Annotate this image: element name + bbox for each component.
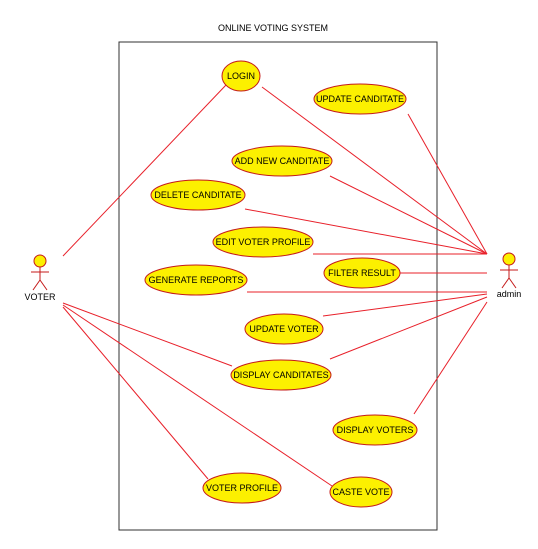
usecase-edit-voter-profile: EDIT VOTER PROFILE [212, 226, 314, 258]
assoc-admin-add-new-canditate [329, 175, 488, 255]
assoc-admin-update-canditate [407, 113, 488, 255]
assoc-admin-delete-canditate [244, 208, 488, 255]
assoc-voter-display-canditates [62, 302, 233, 367]
usecase-voter-profile-label: VOTER PROFILE [206, 483, 278, 493]
usecase-edit-voter-profile-label: EDIT VOTER PROFILE [216, 237, 311, 247]
usecase-display-voters: DISPLAY VOTERS [332, 414, 418, 446]
usecase-filter-result-label: FILTER RESULT [328, 268, 396, 278]
usecase-update-voter: UPDATE VOTER [244, 313, 324, 345]
usecase-voter-profile: VOTER PROFILE [202, 472, 282, 504]
usecase-delete-canditate-label: DELETE CANDITATE [154, 190, 241, 200]
admin-associations [244, 86, 488, 415]
diagram-title: ONLINE VOTING SYSTEM [218, 23, 328, 33]
assoc-admin-display-canditates [329, 296, 488, 360]
usecase-generate-reports-label: GENERATE REPORTS [149, 275, 244, 285]
assoc-admin-display-voters [413, 301, 488, 415]
usecase-caste-vote-label: CASTE VOTE [332, 487, 389, 497]
usecase-update-voter-label: UPDATE VOTER [249, 324, 319, 334]
assoc-voter-caste-vote [62, 304, 333, 487]
assoc-voter-voter-profile [62, 306, 209, 480]
system-boundary [118, 41, 438, 531]
usecase-display-canditates: DISPLAY CANDITATES [230, 359, 332, 391]
usecase-update-canditate-label: UPDATE CANDITATE [316, 94, 404, 104]
usecase-generate-reports: GENERATE REPORTS [144, 264, 248, 296]
usecase-display-voters-label: DISPLAY VOTERS [337, 425, 414, 435]
assoc-admin-update-voter [322, 293, 488, 317]
actor-admin [500, 252, 518, 289]
usecase-add-new-canditate-label: ADD NEW CANDITATE [235, 156, 330, 166]
assoc-voter-login [62, 84, 227, 257]
admin-head [502, 252, 516, 266]
usecase-display-canditates-label: DISPLAY CANDITATES [233, 370, 328, 380]
voter-head [33, 254, 47, 268]
usecase-login: LOGIN [221, 60, 261, 92]
admin-label: admin [497, 289, 522, 299]
usecase-caste-vote: CASTE VOTE [329, 476, 393, 508]
usecase-delete-canditate: DELETE CANDITATE [150, 179, 246, 211]
usecase-update-canditate: UPDATE CANDITATE [313, 83, 407, 115]
usecase-login-label: LOGIN [227, 71, 255, 81]
actor-voter [31, 254, 49, 291]
assoc-admin-login [261, 86, 488, 255]
voter-label: VOTER [24, 292, 56, 302]
usecase-add-new-canditate: ADD NEW CANDITATE [231, 145, 333, 177]
usecase-filter-result: FILTER RESULT [323, 257, 401, 289]
voter-associations [62, 84, 333, 487]
